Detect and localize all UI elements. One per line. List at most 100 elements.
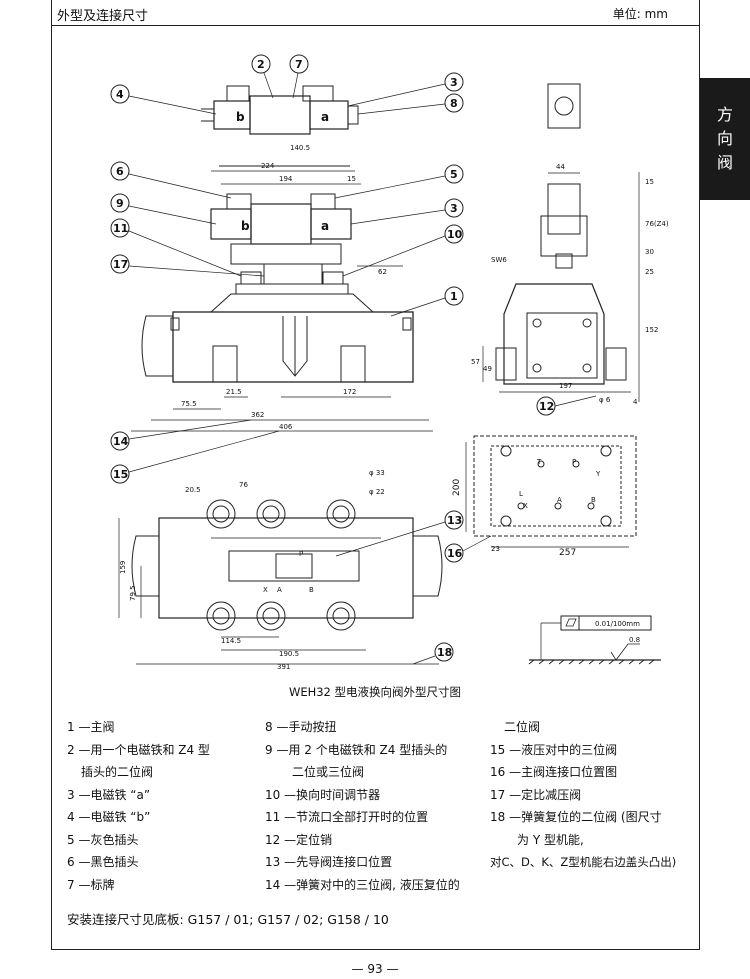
callout-2: 2 — [251, 54, 274, 99]
port-p: P — [572, 458, 576, 466]
callout-7: 7 — [289, 54, 309, 99]
port-t: T — [536, 458, 542, 466]
callout-1: 1 — [390, 286, 464, 317]
page-frame — [51, 0, 700, 950]
legend-item: 16 —主阀连接口位置图 — [490, 765, 618, 779]
plan-port-b: B — [309, 586, 314, 594]
callout-16: 16 — [444, 535, 492, 563]
dim-15: 15 — [347, 175, 356, 183]
callout-18: 18 — [412, 642, 454, 665]
page-header: 外型及连接尺寸 单位: mm — [51, 0, 700, 26]
dim-197: 197 — [559, 382, 572, 390]
section-title: 外型及连接尺寸 — [57, 9, 149, 24]
callout-6: 6 — [110, 161, 232, 199]
port-layout-view — [465, 435, 637, 548]
installation-note: 安装连接尺寸见底板: G157 / 01; G157 / 02; G158 / … — [67, 912, 389, 927]
callout-4: 4 — [110, 84, 217, 115]
svg-text:2: 2 — [257, 58, 265, 71]
dimension-lines-top — [211, 170, 361, 185]
legend-item: 2 —用一个电磁铁和 Z4 型 — [67, 742, 210, 757]
dim-23: 23 — [491, 545, 500, 553]
dim-362: 362 — [251, 411, 264, 419]
side-view — [495, 83, 627, 385]
callout-12: 12 — [536, 395, 597, 416]
dim-75-5: 75.5 — [181, 400, 197, 408]
legend-item: 15 —液压对中的三位阀 — [490, 742, 618, 757]
port-label-b: b — [236, 110, 245, 124]
dim-159: 159 — [119, 561, 127, 574]
dim-44: 44 — [556, 163, 565, 171]
svg-text:8: 8 — [450, 97, 458, 110]
dim-25: 25 — [645, 268, 654, 276]
flatness-value: 0.01/100mm — [595, 620, 640, 628]
callout-11: 11 — [110, 218, 242, 277]
dim-200: 200 — [452, 479, 462, 496]
legend-item: 14 —弹簧对中的三位阀, 液压复位的 — [265, 877, 460, 892]
unit-label: 单位: mm — [612, 7, 668, 21]
plan-port-x: X — [263, 586, 268, 594]
callouts: 2 7 4 3 8 6 5 9 3 11 10 17 1 12 14 — [110, 54, 597, 665]
chapter-tab: 方 向 阀 — [700, 78, 750, 200]
port-a: A — [557, 496, 562, 504]
callout-13: 13 — [335, 510, 464, 557]
port-label-a2: a — [321, 219, 329, 233]
dim-phi6: φ 6 — [599, 396, 611, 404]
legend-item: 对C、D、K、Z型机能右边盖头凸出) — [490, 855, 677, 869]
legend-item: 为 Y 型机能, — [517, 832, 584, 847]
svg-text:18: 18 — [437, 646, 452, 659]
port-label-b2: b — [241, 219, 250, 233]
legend-item: 4 —电磁铁 “b” — [67, 810, 151, 824]
legend-item: 二位或三位阀 — [292, 765, 365, 779]
dim-76-z4: 76(Z4) — [645, 220, 669, 228]
legend-item: 6 —黑色插头 — [67, 855, 139, 869]
legend-column-3: 二位阀 15 —液压对中的三位阀 16 —主阀连接口位置图 17 —定比减压阀 … — [490, 716, 676, 874]
dim-114-5: 114.5 — [221, 637, 241, 645]
dim-phi22: φ 22 — [369, 488, 385, 496]
legend-item: 二位阀 — [504, 720, 541, 734]
svg-text:5: 5 — [450, 168, 458, 181]
pilot-valve-single — [201, 85, 359, 167]
legend-item: 9 —用 2 个电磁铁和 Z4 型插头的 — [265, 742, 448, 757]
legend-item: 11 —节流口全部打开时的位置 — [265, 810, 429, 824]
main-valve-body — [141, 283, 414, 383]
legend-item: 12 —定位销 — [265, 832, 333, 847]
dim-15-vert: 15 — [645, 178, 654, 186]
legend-item: 10 —换向时间调节器 — [265, 787, 381, 802]
port-x: X — [523, 502, 528, 510]
page-number: — 93 — — [351, 962, 399, 976]
dim-21-5: 21.5 — [226, 388, 242, 396]
dim-phi33: φ 33 — [369, 469, 385, 477]
dim-4: 4 — [633, 398, 638, 406]
dim-30: 30 — [645, 248, 654, 256]
callout-3a: 3 — [347, 72, 464, 107]
callout-9: 9 — [110, 193, 217, 225]
svg-text:7: 7 — [295, 58, 303, 71]
dim-62: 62 — [378, 268, 387, 276]
valve-dimension-drawing: b a 140.5 224 194 15 b a 62 — [110, 54, 669, 671]
chapter-tab-char: 方 — [716, 105, 733, 124]
port-b: B — [591, 496, 596, 504]
dim-20-5: 20.5 — [185, 486, 201, 494]
plan-port-p: P — [299, 550, 303, 558]
dim-49: 49 — [483, 365, 492, 373]
legend-item: 13 —先导阀连接口位置 — [265, 855, 393, 869]
legend-item: 7 —标牌 — [67, 877, 115, 892]
plan-view — [131, 499, 443, 631]
legend-column-2: 8 —手动按扭 9 —用 2 个电磁铁和 Z4 型插头的 二位或三位阀 10 —… — [265, 716, 460, 896]
flatness-symbol — [528, 615, 661, 665]
dimension-lines-plan — [118, 518, 439, 665]
chapter-tab-char: 向 — [716, 129, 733, 148]
svg-text:4: 4 — [116, 88, 124, 101]
chapter-tab-char: 阀 — [716, 153, 733, 172]
svg-text:16: 16 — [447, 547, 463, 560]
dim-406: 406 — [279, 423, 293, 431]
dim-76-plan: 76 — [239, 481, 248, 489]
legend-item: 1 —主阀 — [67, 720, 115, 734]
svg-text:10: 10 — [447, 228, 463, 241]
legend-item: 5 —灰色插头 — [67, 832, 139, 847]
roughness-value: 0.8 — [629, 636, 640, 644]
pilot-valve-double — [210, 193, 352, 285]
svg-text:1: 1 — [450, 290, 458, 303]
port-label-a: a — [321, 110, 329, 124]
plan-port-a: A — [277, 586, 282, 594]
